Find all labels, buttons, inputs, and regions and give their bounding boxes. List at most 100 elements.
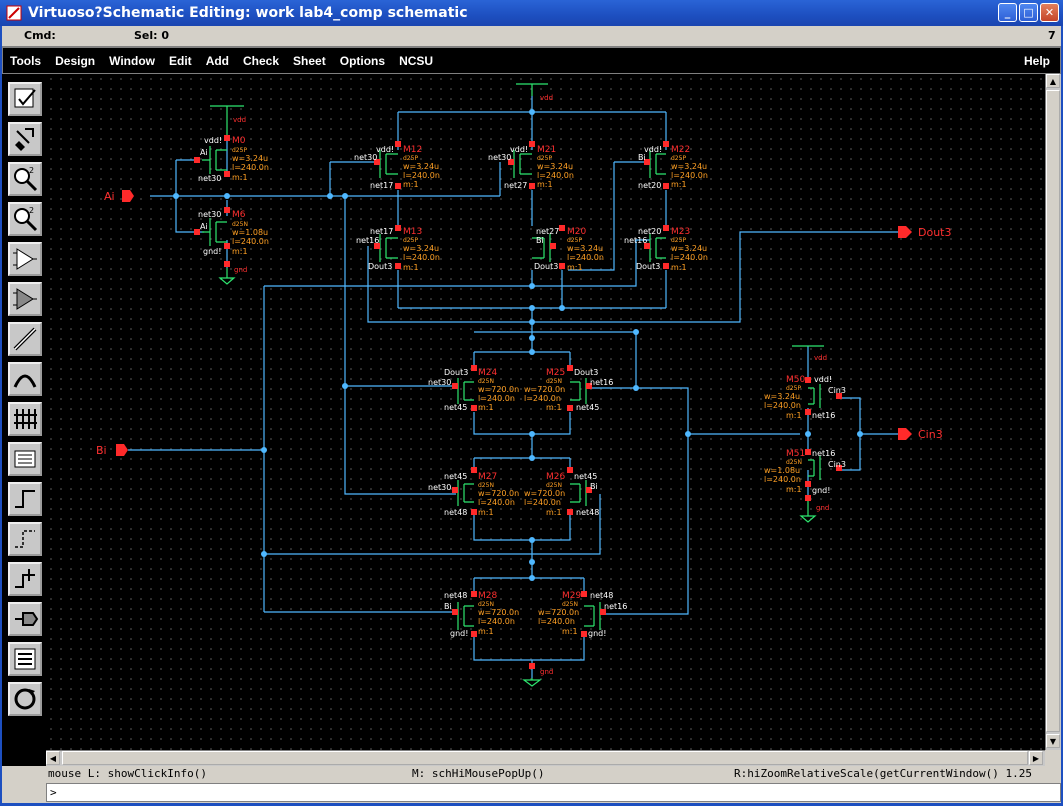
window-frame-bottom xyxy=(0,803,1063,806)
svg-text:M25: M25 xyxy=(546,368,565,378)
svg-text:net16: net16 xyxy=(812,411,835,420)
svg-text:l=240.0n: l=240.0n xyxy=(671,253,708,262)
menu-edit[interactable]: Edit xyxy=(169,53,192,68)
vertical-scrollbar[interactable]: ▲ ▼ xyxy=(1045,74,1061,750)
svg-text:w=720.0n: w=720.0n xyxy=(538,608,579,617)
maximize-icon[interactable]: □ xyxy=(1019,3,1038,22)
svg-text:Ai: Ai xyxy=(200,222,208,231)
wire-narrow-icon[interactable] xyxy=(8,522,42,556)
tool-palette: 2 2 xyxy=(2,74,46,766)
wire-icon[interactable] xyxy=(8,322,42,356)
svg-text:m:1: m:1 xyxy=(232,173,248,182)
svg-text:net48: net48 xyxy=(444,508,467,517)
svg-text:l=240.0n: l=240.0n xyxy=(567,253,604,262)
svg-text:Dout3: Dout3 xyxy=(574,368,598,377)
zoom-out-icon[interactable]: 2 xyxy=(8,202,42,236)
mouse-left-hint: mouse L: showClickInfo() xyxy=(48,767,207,780)
svg-text:l=240.0n: l=240.0n xyxy=(764,401,801,410)
svg-text:w=3.24u: w=3.24u xyxy=(567,244,603,253)
menu-add[interactable]: Add xyxy=(205,53,230,68)
horizontal-scrollbar[interactable]: ◀ ▶ xyxy=(46,750,1045,766)
undo-icon[interactable] xyxy=(8,682,42,716)
svg-text:w=720.0n: w=720.0n xyxy=(524,385,565,394)
svg-text:Bi: Bi xyxy=(638,153,646,162)
svg-text:d25P: d25P xyxy=(403,237,418,244)
svg-text:w=3.24u: w=3.24u xyxy=(232,154,268,163)
gnd-label-2: gnd xyxy=(540,668,553,676)
svg-text:net17: net17 xyxy=(370,227,393,236)
svg-text:M13: M13 xyxy=(403,227,422,237)
menu-check[interactable]: Check xyxy=(243,53,280,68)
menu-window[interactable]: Window xyxy=(109,53,156,68)
svg-text:m:1: m:1 xyxy=(567,263,583,272)
svg-text:M50: M50 xyxy=(786,375,805,385)
scroll-down-icon[interactable]: ▼ xyxy=(1046,734,1060,748)
menu-help[interactable]: Help xyxy=(1023,53,1050,68)
vdd-label-1: vdd xyxy=(233,116,246,124)
menu-sheet[interactable]: Sheet xyxy=(293,53,326,68)
pin-add-icon[interactable] xyxy=(8,602,42,636)
property-icon[interactable] xyxy=(8,642,42,676)
svg-text:M12: M12 xyxy=(403,145,422,155)
svg-text:l=240.0n: l=240.0n xyxy=(524,394,561,403)
svg-text:gnd!: gnd! xyxy=(812,486,830,495)
svg-text:w=3.24u: w=3.24u xyxy=(764,392,800,401)
schematic-canvas[interactable]: Ai Bi Dout3 Cin3 vdd vdd vdd gnd gnd gnd… xyxy=(46,74,1045,750)
svg-text:M51: M51 xyxy=(786,449,805,459)
svg-text:w=3.24u: w=3.24u xyxy=(403,162,439,171)
svg-text:l=240.0n: l=240.0n xyxy=(524,498,561,507)
svg-text:m:1: m:1 xyxy=(562,627,578,636)
svg-text:net17: net17 xyxy=(370,181,393,190)
check-save-icon[interactable] xyxy=(8,82,42,116)
svg-text:m:1: m:1 xyxy=(671,180,687,189)
scroll-right-icon[interactable]: ▶ xyxy=(1029,751,1043,765)
pin-icon[interactable] xyxy=(8,482,42,516)
pin-cin3-label: Cin3 xyxy=(918,428,943,441)
svg-text:net16: net16 xyxy=(590,378,613,387)
menu-ncsu[interactable]: NCSU xyxy=(399,53,434,68)
svg-text:l=240.0n: l=240.0n xyxy=(478,498,515,507)
zoom-in-icon[interactable]: 2 xyxy=(8,162,42,196)
svg-text:m:1: m:1 xyxy=(671,263,687,272)
vertical-scroll-thumb[interactable] xyxy=(1046,90,1060,732)
svg-text:net45: net45 xyxy=(444,472,467,481)
svg-text:w=3.24u: w=3.24u xyxy=(537,162,573,171)
window-frame-right xyxy=(1061,26,1063,806)
menu-design[interactable]: Design xyxy=(55,53,96,68)
netlist-icon[interactable] xyxy=(8,562,42,596)
arc-icon[interactable] xyxy=(8,362,42,396)
svg-text:l=240.0n: l=240.0n xyxy=(232,163,269,172)
mouse-middle-hint: M: schHiMousePopUp() xyxy=(412,767,545,780)
instance-icon[interactable] xyxy=(8,242,42,276)
svg-text:Dout3: Dout3 xyxy=(636,262,660,271)
horizontal-scroll-thumb[interactable] xyxy=(62,751,1028,765)
svg-text:net48: net48 xyxy=(576,508,599,517)
command-line-input[interactable]: > xyxy=(46,783,1061,802)
stretch-icon[interactable] xyxy=(8,122,42,156)
svg-text:M20: M20 xyxy=(567,227,586,237)
scroll-left-icon[interactable]: ◀ xyxy=(46,751,60,765)
svg-text:net48: net48 xyxy=(590,591,613,600)
svg-text:Ai: Ai xyxy=(200,148,208,157)
minimize-icon[interactable]: _ xyxy=(998,3,1017,22)
mouse-right-hint: R:hiZoomRelativeScale(getCurrentWindow()… xyxy=(734,767,1033,780)
schematic-drawing: Ai Bi Dout3 Cin3 vdd vdd vdd gnd gnd gnd… xyxy=(96,83,951,687)
svg-text:w=720.0n: w=720.0n xyxy=(478,608,519,617)
label-icon[interactable] xyxy=(8,442,42,476)
svg-text:net16: net16 xyxy=(812,449,835,458)
scroll-up-icon[interactable]: ▲ xyxy=(1046,74,1060,88)
close-icon[interactable]: ✕ xyxy=(1040,3,1059,22)
svg-text:M22: M22 xyxy=(671,145,690,155)
menu-options[interactable]: Options xyxy=(339,53,386,68)
svg-text:net45: net45 xyxy=(576,403,599,412)
svg-text:net30: net30 xyxy=(428,378,451,387)
bus-icon[interactable] xyxy=(8,402,42,436)
svg-text:m:1: m:1 xyxy=(478,627,494,636)
svg-text:w=720.0n: w=720.0n xyxy=(524,489,565,498)
instance-2-icon[interactable] xyxy=(8,282,42,316)
menu-tools[interactable]: Tools xyxy=(10,53,42,68)
